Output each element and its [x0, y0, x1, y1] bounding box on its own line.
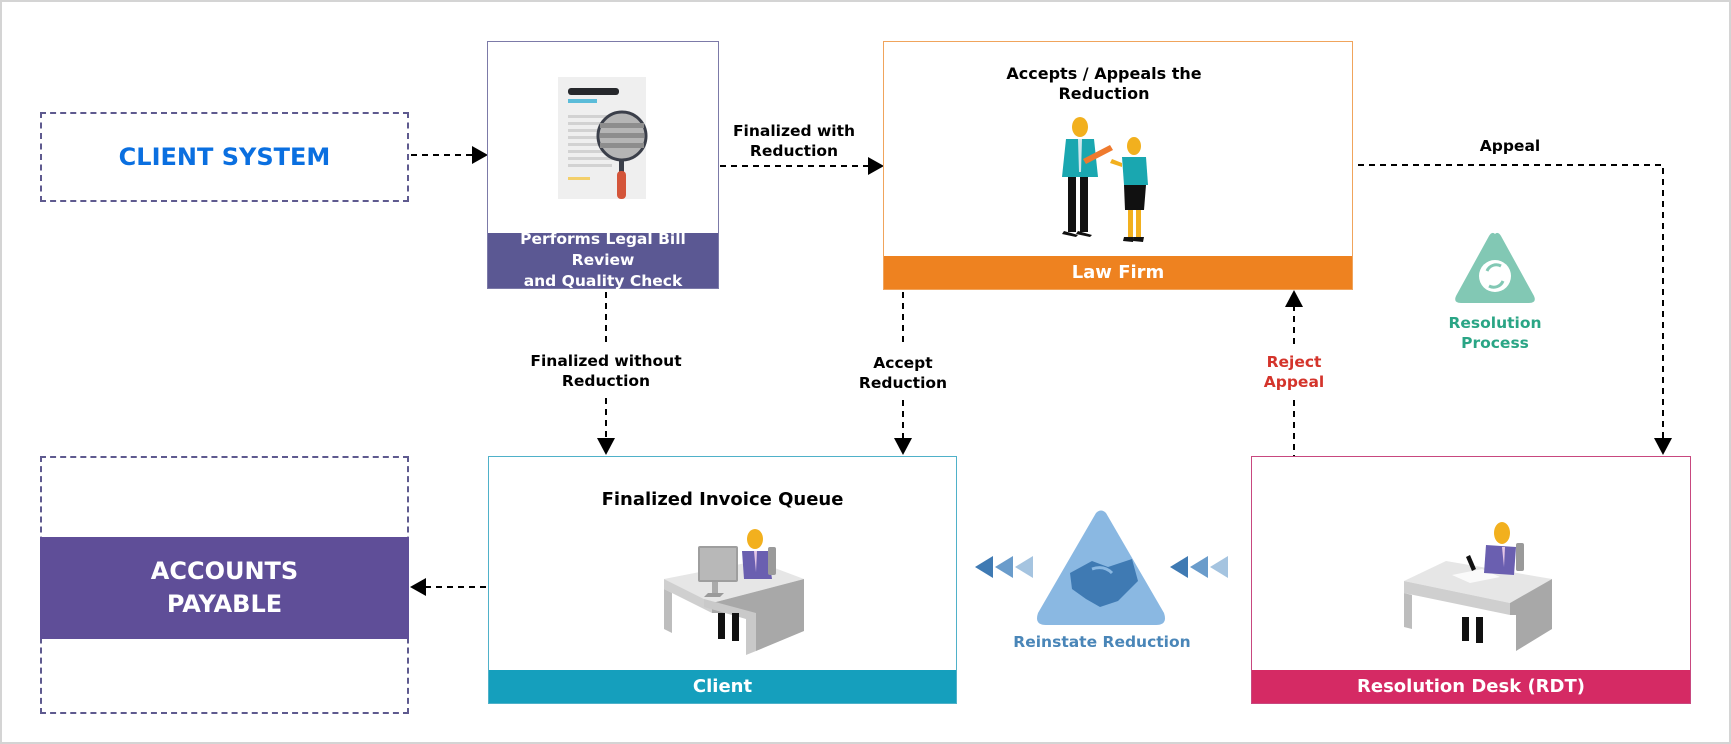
edge-label-reject-appeal: Reject Appeal [1244, 352, 1344, 392]
accounts-payable-line2: PAYABLE [166, 590, 283, 618]
review-band-line2: and Quality Check [523, 272, 683, 290]
arrowhead [1654, 438, 1672, 455]
client-band: Client [489, 670, 956, 703]
client-system-node: CLIENT SYSTEM [40, 112, 409, 202]
resolution-process-line: Resolution [1448, 314, 1542, 332]
handshake-icon [1037, 510, 1165, 625]
law-firm-title-line2: Reduction [1058, 84, 1150, 103]
client-node: Finalized Invoice Queue Client [488, 456, 957, 704]
edge-label-line: Reject [1266, 353, 1322, 371]
resolution-desk-band: Resolution Desk (RDT) [1252, 670, 1690, 703]
edge-label-finalized-without-reduction: Finalized without Reduction [516, 351, 696, 391]
client-system-label: CLIENT SYSTEM [118, 143, 331, 171]
review-band-line1: Performs Legal Bill Review [520, 230, 686, 269]
client-band-label: Client [692, 676, 753, 697]
edge-label-line: Reduction [749, 142, 839, 160]
arrowhead [597, 438, 615, 455]
resolution-process-icon [1455, 232, 1535, 303]
accounts-payable-node: ACCOUNTS PAYABLE [40, 456, 409, 714]
law-firm-title-line1: Accepts / Appeals the [1006, 64, 1202, 83]
reinstate-reduction-label: Reinstate Reduction [1013, 633, 1191, 651]
edge-label-line: Appeal [1263, 373, 1325, 391]
person-writing-at-desk-icon [1404, 522, 1552, 651]
arrowhead [472, 146, 488, 164]
document-magnifier-icon [558, 77, 648, 199]
law-firm-node: Accepts / Appeals the Reduction Law Firm [883, 41, 1353, 290]
edge-label-line: Finalized with [732, 122, 856, 140]
accounts-payable-band: ACCOUNTS PAYABLE [40, 537, 409, 639]
law-firm-band: Law Firm [884, 256, 1352, 289]
edge-appeal [1358, 164, 1664, 440]
edge-label-line: Accept [873, 354, 933, 372]
reinstate-left-chevrons [975, 556, 1033, 578]
edge-label-line: Finalized without [530, 352, 682, 370]
resolution-desk-band-label: Resolution Desk (RDT) [1357, 676, 1585, 697]
edge-label-accept-reduction: Accept Reduction [843, 353, 963, 393]
edge-label-line: Reduction [561, 372, 651, 390]
client-title: Finalized Invoice Queue [601, 489, 844, 510]
law-firm-band-label: Law Firm [1071, 262, 1165, 283]
resolution-process-label: Resolution Process [1430, 313, 1560, 353]
review-band: Performs Legal Bill Review and Quality C… [488, 230, 718, 290]
edge-label-line: Appeal [1479, 137, 1541, 155]
arrowhead [868, 157, 884, 175]
review-node: Performs Legal Bill Review and Quality C… [487, 41, 719, 290]
edge-label-appeal: Appeal [1460, 136, 1560, 156]
resolution-process-line: Process [1461, 334, 1529, 352]
arrowhead [410, 578, 426, 596]
edge-label-line: Reduction [858, 374, 948, 392]
arrowhead [894, 438, 912, 455]
people-discussion-icon [1062, 117, 1148, 242]
edge-label-finalized-with-reduction: Finalized with Reduction [722, 121, 866, 161]
resolution-desk-node: Resolution Desk (RDT) [1251, 456, 1691, 704]
law-firm-title: Accepts / Appeals the Reduction [884, 64, 1324, 104]
arrowhead [1285, 290, 1303, 307]
person-at-computer-icon [664, 529, 804, 655]
reinstate-right-chevrons [1170, 556, 1228, 578]
accounts-payable-line1: ACCOUNTS [150, 557, 299, 585]
